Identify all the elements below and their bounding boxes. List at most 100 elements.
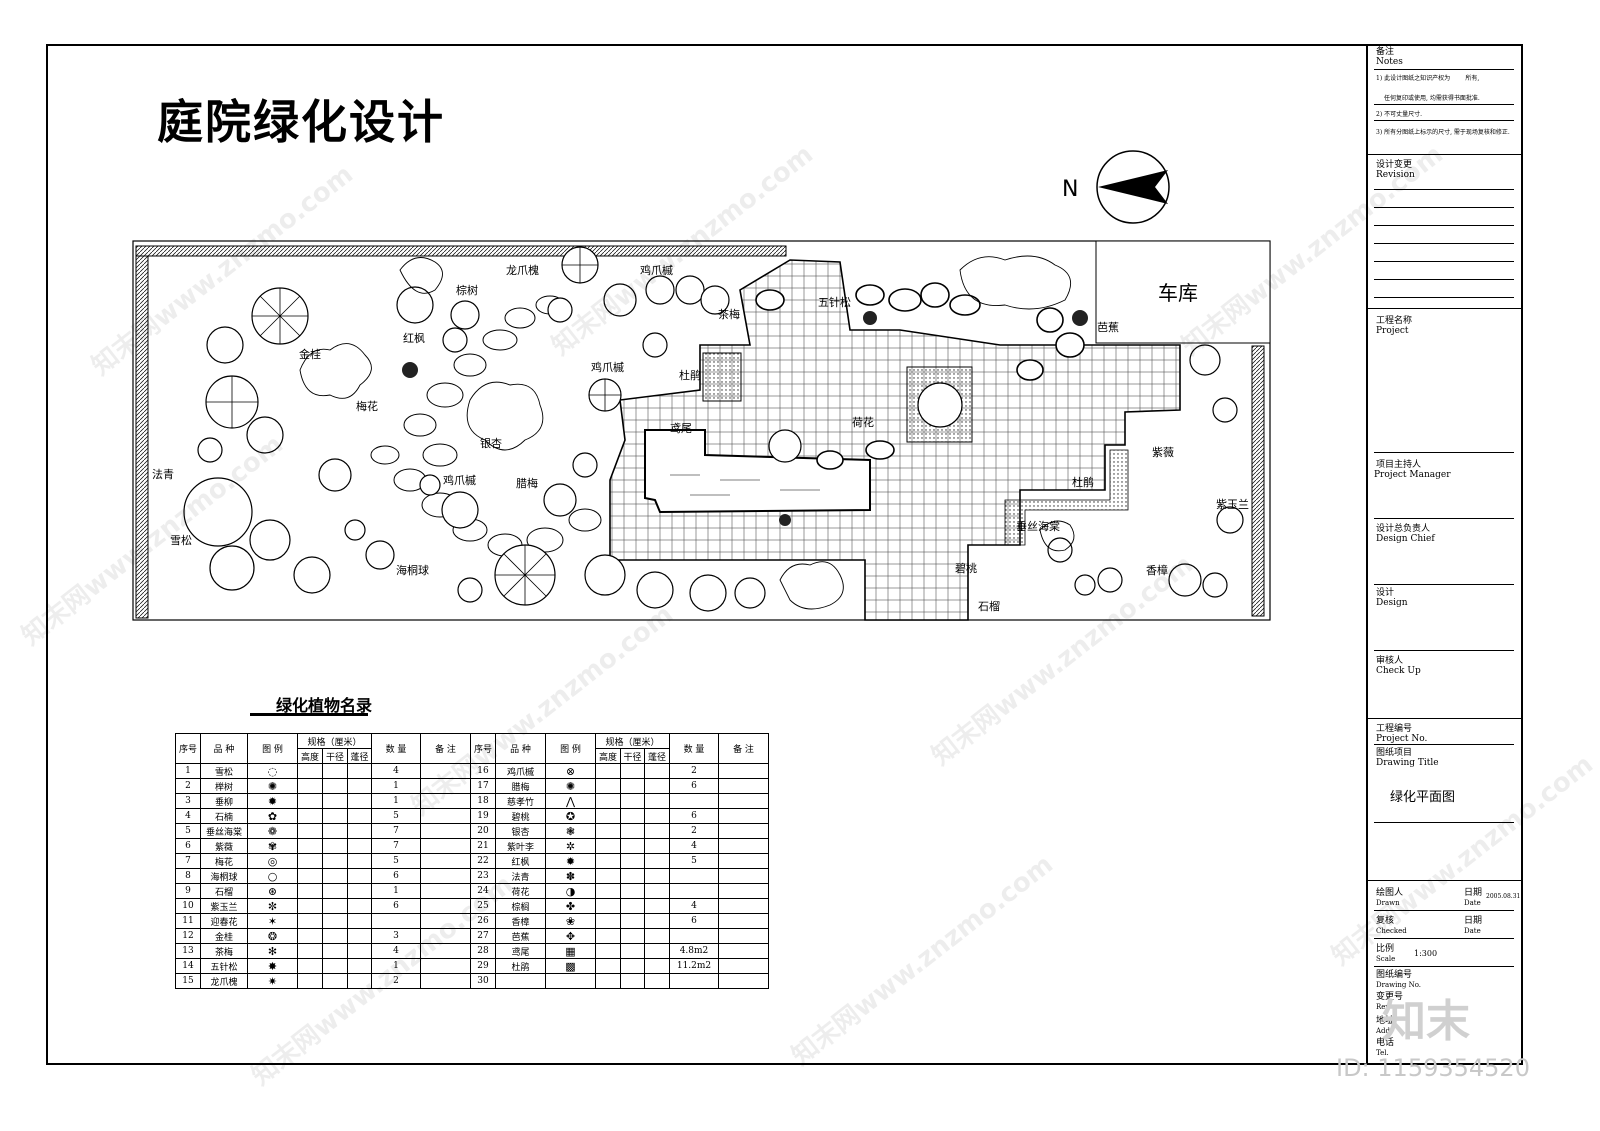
watermark-id: ID: 1159354520 [1336,1054,1530,1082]
row-trunk [620,853,645,869]
plan-label-chuisihaitang: 垂丝海棠 [1016,519,1060,533]
row-crown [644,793,670,809]
col-symbol: 图 例 [247,733,298,764]
row-species: 榉树 [200,778,248,794]
plant-symbol-icon: ✾ [247,838,298,854]
row-crown [347,778,372,794]
row-height [595,913,621,929]
row-trunk [322,898,348,914]
row-qty: 7 [371,838,421,854]
row-species: 碧桃 [495,808,546,824]
plant-symbol-icon: ▦ [545,943,596,959]
row-trunk [620,823,645,839]
row-species: 杜鹃 [495,958,546,974]
tb-date-cn: 日期 [1464,888,1483,898]
tb-dwgno-cn: 图纸编号 [1376,970,1413,980]
tb-checked-cn: 复核 [1376,916,1395,926]
row-index: 11 [175,913,201,929]
row-species: 迎春花 [200,913,248,929]
row-height [595,823,621,839]
row-notes [420,823,471,839]
row-notes [420,973,471,989]
tb-rule [1374,910,1514,911]
rockery [755,282,1085,470]
plan-label-dujuan-1: 杜鹃 [679,368,701,382]
north-label: N [1062,177,1078,202]
row-qty [669,868,719,884]
row-height [595,973,621,989]
row-qty [669,883,719,899]
row-height [595,958,621,974]
tb-rule [1374,822,1514,823]
legend-title: 绿化植物名录 [276,696,373,715]
row-qty [371,913,421,929]
row-height [297,943,323,959]
row-index: 22 [470,853,496,869]
tb-divider [1368,880,1521,881]
row-qty: 4 [371,763,421,779]
row-index: 8 [175,868,201,884]
tb-scale-cn: 比例 [1376,944,1395,954]
plant-symbol-icon: ✥ [545,928,596,944]
row-crown [644,943,670,959]
azalea-bed [702,352,742,402]
tb-date2-en: Date [1464,927,1481,935]
tb-notes-en: Notes [1376,57,1403,67]
plant-symbol-icon: ⊛ [247,883,298,899]
row-height [297,838,323,854]
title-block-content: 备注 Notes 1) 此设计图纸之知识产权为 所有, 任何复印或使用, 均需获… [1368,44,1521,1065]
row-qty: 6 [669,913,719,929]
row-trunk [322,883,348,899]
plan-label-jizhuaxie-3: 鸡爪槭 [443,473,476,487]
row-crown [644,838,670,854]
tb-note-2: 2) 不可丈量尺寸. [1376,111,1422,118]
tb-drawn-cn: 绘图人 [1376,888,1404,898]
tb-date-value: 2005.08.31 [1486,893,1521,900]
tb-rule [1374,279,1514,280]
row-qty: 4.8m2 [669,943,719,959]
iris-bed [1004,449,1129,546]
row-species: 石楠 [200,808,248,824]
plan-label-lamei: 腊梅 [516,476,538,490]
plan-label-ziyulan: 紫玉兰 [1216,498,1249,511]
row-trunk [322,958,348,974]
tb-chief-en: Design Chief [1376,534,1435,544]
row-species: 红枫 [495,853,546,869]
row-index: 20 [470,823,496,839]
row-notes [718,838,769,854]
row-notes [718,943,769,959]
tb-rule [1374,744,1514,745]
col-trunk: 干径 [322,748,348,764]
row-crown [347,808,372,824]
hedge-border [135,245,1265,619]
plan-label-jizhuaxie-2: 鸡爪槭 [591,360,624,374]
plant-symbol-icon: ✽ [545,868,596,884]
row-qty: 11.2m2 [669,958,719,974]
row-qty: 6 [669,808,719,824]
garage-label: 车库 [1158,281,1198,305]
row-index: 5 [175,823,201,839]
row-notes [718,763,769,779]
row-trunk [620,958,645,974]
row-height [297,883,323,899]
row-notes [420,853,471,869]
plant-symbol-icon [545,973,596,989]
plant-symbol-icon: ❂ [247,928,298,944]
row-species: 鸢尾 [495,943,546,959]
row-species: 腊梅 [495,778,546,794]
row-species: 香樟 [495,913,546,929]
tb-project-en: Project [1376,326,1409,336]
row-index: 14 [175,958,201,974]
col-crown: 蓬径 [347,748,372,764]
plan-label-wuzhensong: 五针松 [818,295,851,309]
row-crown [347,883,372,899]
col-qty: 数 量 [371,733,421,764]
col-spec-2: 规格（厘米） [595,733,670,749]
tb-rule [1374,120,1514,121]
shrub-clusters [299,255,1075,610]
plant-symbol-icon: ◎ [247,853,298,869]
tb-dtitle-en: Drawing Title [1376,758,1439,768]
